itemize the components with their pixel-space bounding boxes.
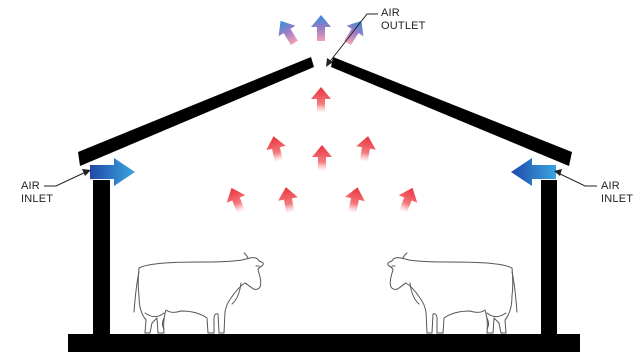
exhaust-arrow	[272, 15, 303, 49]
outlet-leader-head	[326, 58, 333, 67]
warm-air-arrow	[222, 184, 251, 216]
left-wall	[93, 180, 110, 336]
left-inlet-arrow	[90, 158, 135, 186]
warm-air-arrow	[276, 185, 301, 215]
inlet-right-leader	[555, 171, 597, 187]
air-inlet-left-label-line2: INLET	[21, 193, 54, 205]
right-roof	[331, 57, 572, 166]
inlet-left-leader	[44, 170, 89, 187]
air-inlet-right-label: AIR INLET	[601, 180, 633, 206]
left-cow	[133, 252, 264, 334]
inlet-left-leader-head	[82, 169, 91, 176]
air-inlet-right-label-line1: AIR	[601, 180, 620, 192]
air-inlet-right-label-line2: INLET	[601, 193, 633, 205]
inlet-right-leader-head	[554, 169, 562, 176]
warm-air-arrow	[353, 134, 378, 164]
floor-slab	[68, 334, 580, 352]
warm-air-arrow	[312, 145, 332, 171]
air-outlet-label: AIR OUTLET	[381, 7, 426, 33]
air-inlet-left-label-line1: AIR	[21, 180, 40, 192]
outlet-leader	[327, 13, 378, 65]
warm-air-arrow	[393, 184, 422, 216]
left-roof	[78, 57, 314, 166]
warm-air-arrow	[311, 87, 331, 113]
air-inlet-left-label: AIR INLET	[21, 180, 53, 206]
right-wall	[541, 180, 557, 336]
right-inlet-arrow	[511, 158, 556, 186]
exhaust-arrow	[311, 15, 331, 41]
air-outlet-label-line1: AIR	[381, 7, 400, 19]
air-outlet-label-line2: OUTLET	[381, 20, 426, 32]
warm-air-arrow	[342, 185, 368, 215]
warm-air-arrow	[263, 134, 289, 164]
right-cow	[387, 252, 518, 334]
